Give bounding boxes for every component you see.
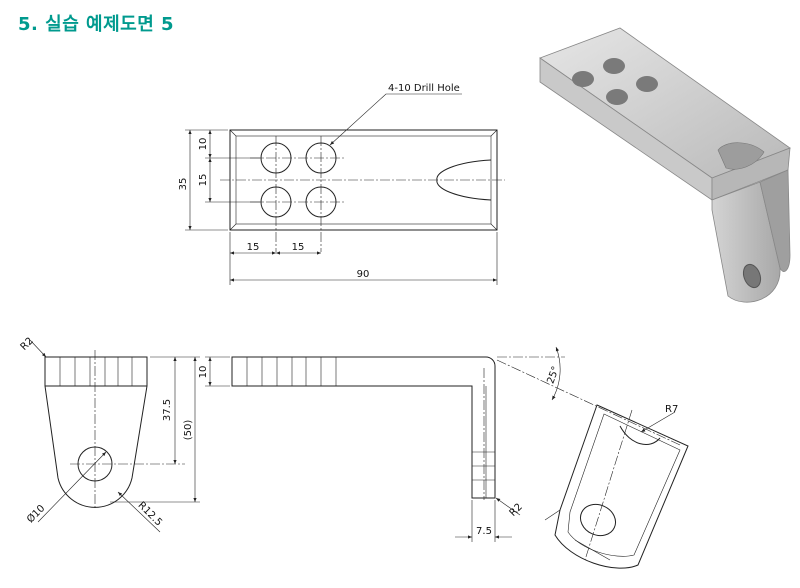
front-view-outline bbox=[231, 356, 496, 499]
side-radius-bottom: R12.5 bbox=[136, 500, 164, 528]
dim-hole-offset-y: 10 bbox=[198, 138, 209, 151]
isometric-model bbox=[539, 27, 791, 303]
dim-hole-pitch-x: 15 bbox=[292, 242, 305, 253]
auxiliary-view: R7 bbox=[544, 404, 689, 569]
front-radius-inner: R2 bbox=[508, 502, 525, 519]
angle-label: 25° bbox=[545, 365, 561, 385]
side-hole-dia: Ø10 bbox=[24, 502, 47, 525]
dim-hole-height: 37.5 bbox=[162, 399, 173, 421]
aux-hole bbox=[579, 503, 617, 537]
dim-leg-thickness: 7.5 bbox=[476, 526, 492, 537]
top-view: 4-10 Drill Hole 35 10 15 15 15 90 bbox=[178, 83, 505, 285]
aux-radius-notch: R7 bbox=[665, 404, 678, 415]
side-view-outline bbox=[44, 356, 148, 508]
side-radius-top: R2 bbox=[19, 336, 36, 353]
dim-thickness: 10 bbox=[198, 366, 209, 379]
drill-callout: 4-10 Drill Hole bbox=[388, 83, 460, 94]
dim-width: 35 bbox=[178, 178, 189, 191]
page-title: 5. 실습 예제도면 5 bbox=[18, 14, 175, 35]
dim-hole-pitch-y: 15 bbox=[198, 174, 209, 187]
dim-hole-offset-x: 15 bbox=[247, 242, 260, 253]
side-view: R2 37.5 (50) Ø10 R12.5 bbox=[19, 336, 200, 533]
dim-total-height: (50) bbox=[183, 420, 194, 441]
aux-notch bbox=[619, 425, 661, 445]
dim-length: 90 bbox=[357, 269, 370, 280]
front-view: 10 7.5 R2 25° bbox=[198, 346, 681, 542]
aux-view-outline bbox=[554, 404, 689, 569]
